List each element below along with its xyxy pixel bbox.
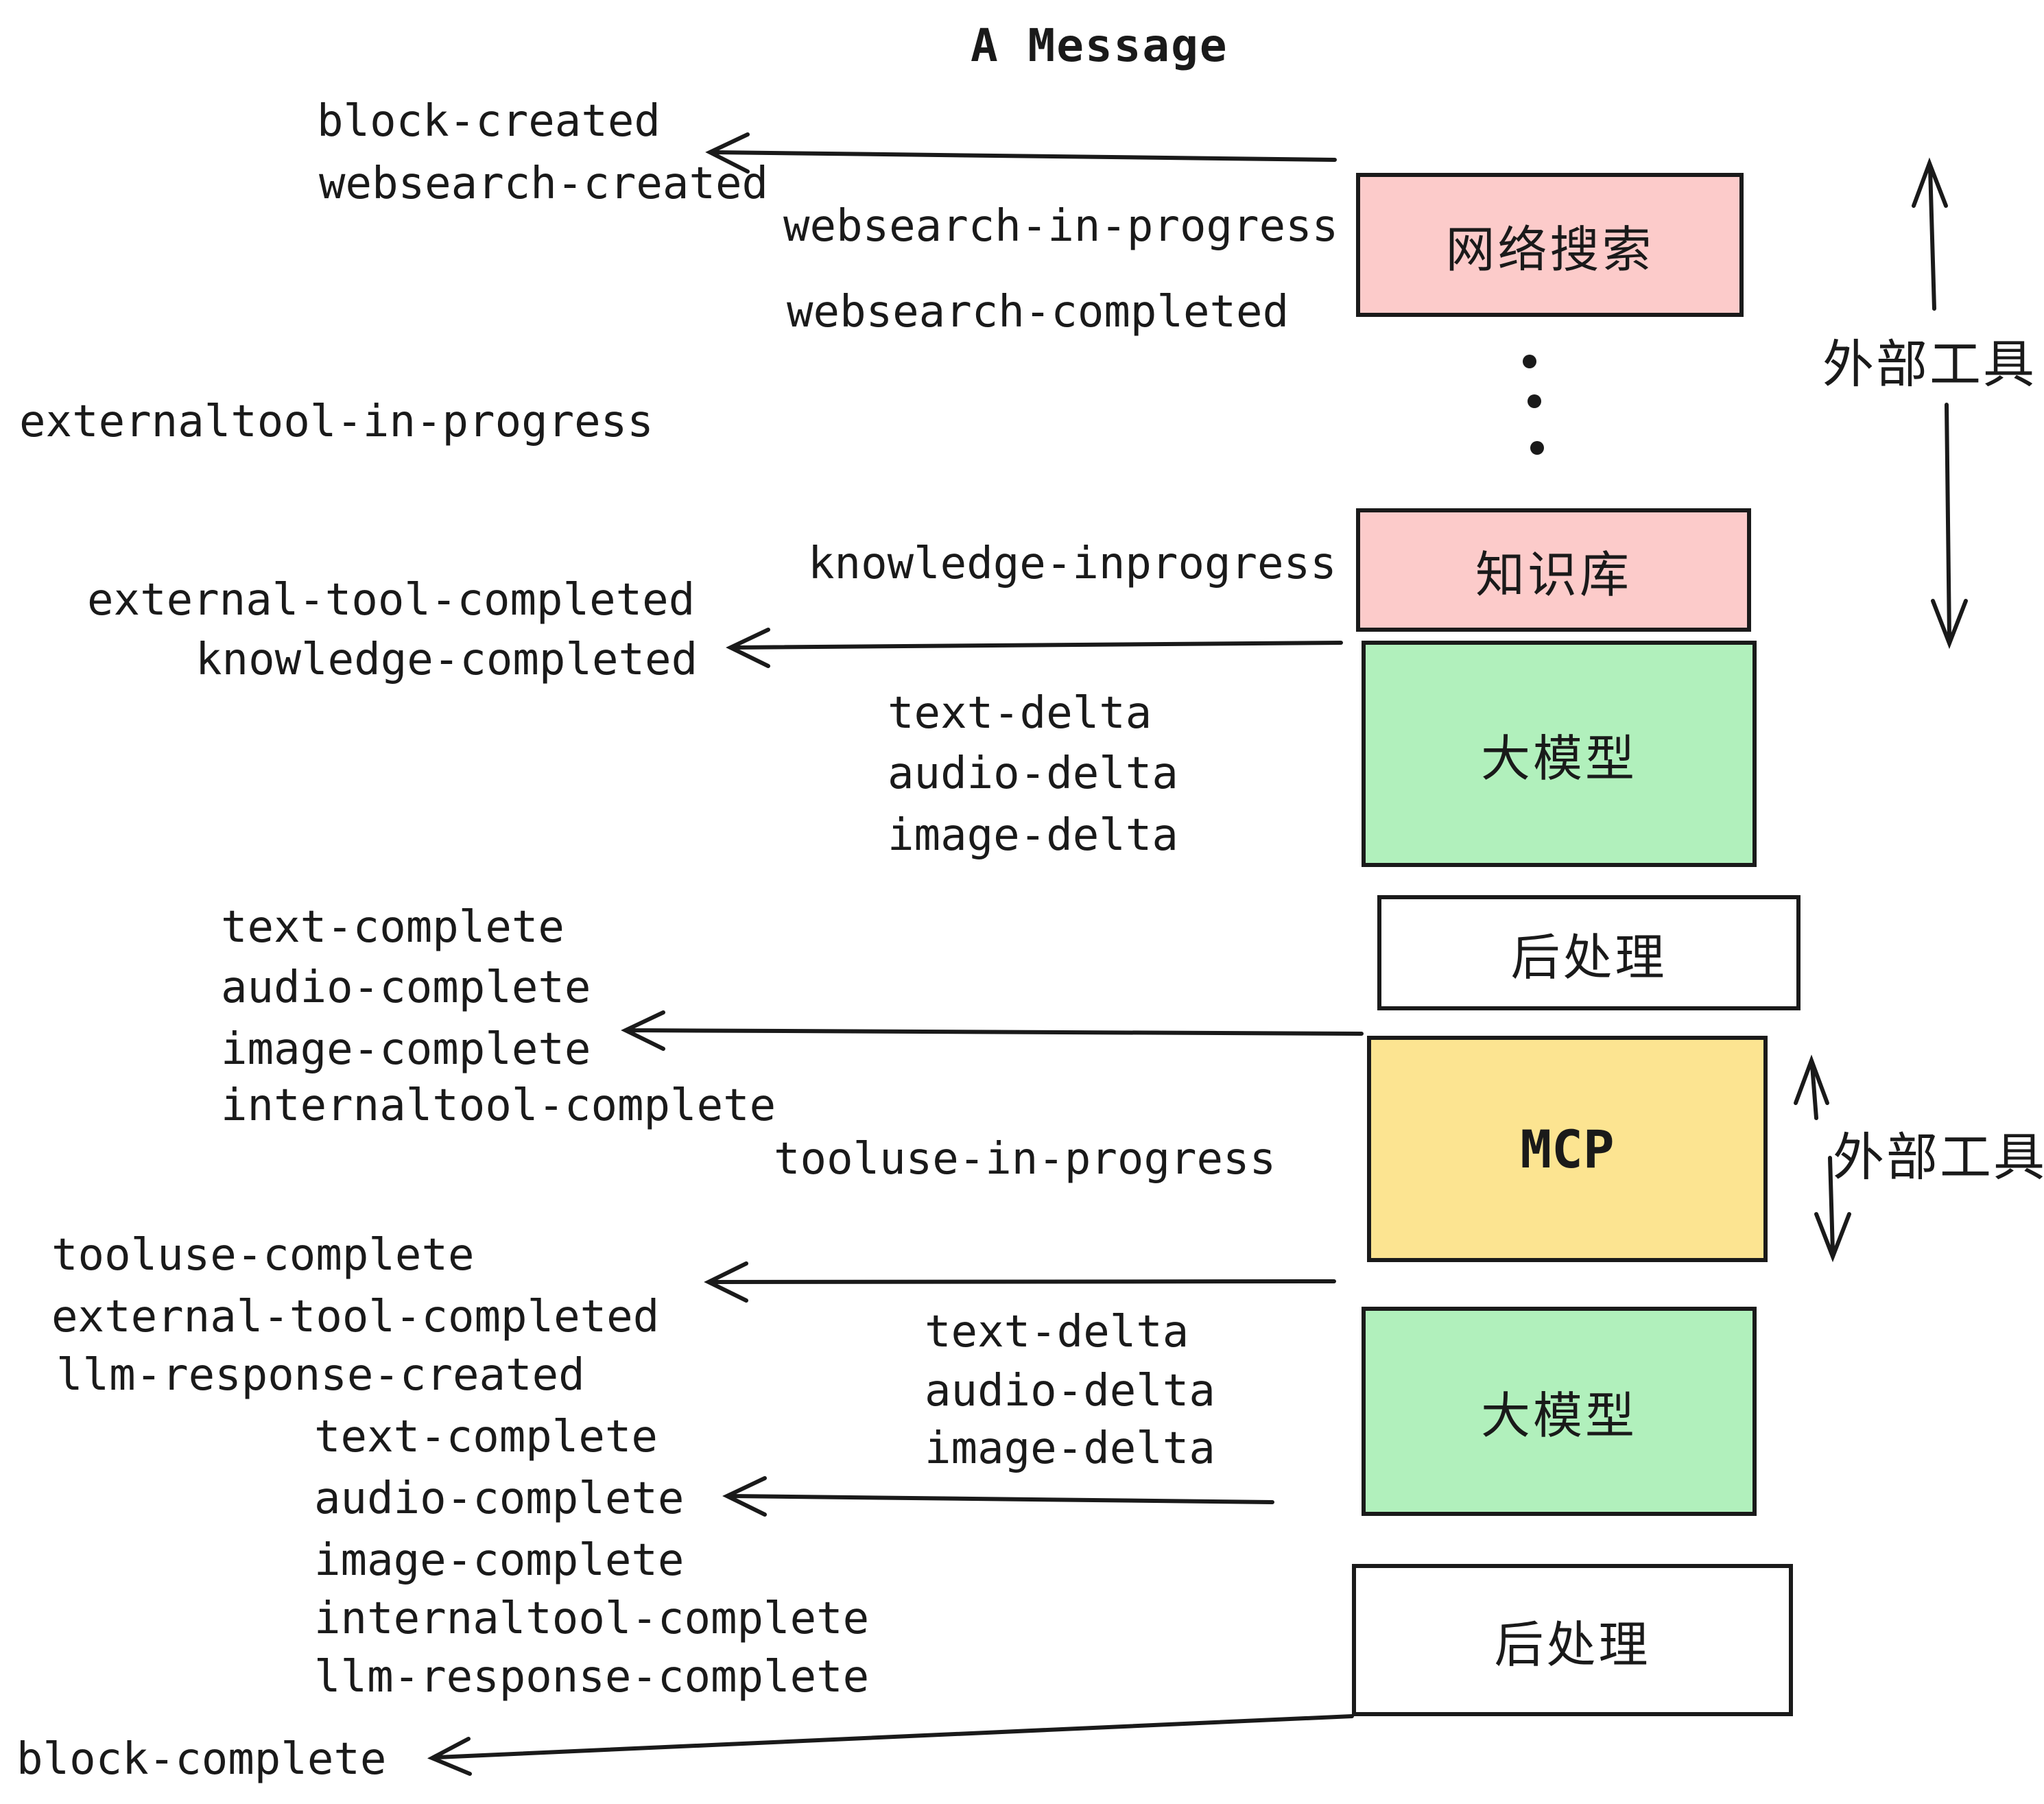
event-label-tooluse-in-progress: tooluse-in-progress (774, 1134, 1276, 1185)
ellipsis-dot (1528, 394, 1541, 408)
event-label-internaltool-complete-2: internaltool-complete (314, 1593, 870, 1644)
box-llm-2-label: 大模型 (1480, 1389, 1637, 1444)
box-post-process-1: 后处理 (1377, 895, 1801, 1010)
external-tools-label-2: 外部工具 (1833, 1128, 2044, 1186)
box-knowledge-base-label: 知识库 (1475, 547, 1632, 603)
event-label-image-complete-2: image-complete (314, 1535, 685, 1586)
box-mcp-label: MCP (1520, 1118, 1615, 1180)
event-label-audio-delta-2: audio-delta (925, 1366, 1215, 1416)
arrow-post2-to-block-complete (427, 1714, 1354, 1776)
event-label-image-complete: image-complete (221, 1024, 591, 1075)
arrow-llm2-to-complete (722, 1476, 1274, 1517)
event-label-audio-delta: audio-delta (888, 748, 1178, 799)
box-websearch-label: 网络搜索 (1445, 222, 1654, 278)
arrow-knowledge-to-completed (726, 628, 1343, 668)
page-title: A Message (971, 19, 1228, 72)
event-label-external-tool-completed-2: external-tool-completed (51, 1292, 660, 1342)
event-label-audio-complete: audio-complete (221, 962, 591, 1013)
event-label-websearch-created: websearch-created (319, 158, 769, 209)
external-tools-up-arrow-1 (1912, 157, 1948, 311)
box-llm-2: 大模型 (1362, 1307, 1757, 1516)
event-label-text-complete: text-complete (221, 902, 565, 953)
event-label-image-delta: image-delta (888, 810, 1178, 861)
event-label-llm-response-created: llm-response-created (56, 1350, 585, 1401)
box-websearch: 网络搜索 (1356, 173, 1744, 317)
event-label-block-created: block-created (317, 96, 661, 147)
event-label-knowledge-completed: knowledge-completed (195, 634, 698, 685)
arrow-llm1-to-complete (621, 1010, 1364, 1051)
event-label-external-tool-completed: external-tool-completed (87, 575, 696, 626)
event-label-tooluse-complete: tooluse-complete (51, 1230, 475, 1281)
external-tools-up-arrow-2 (1794, 1054, 1829, 1120)
external-tools-down-arrow-1 (1931, 403, 1968, 650)
event-label-websearch-completed: websearch-completed (787, 287, 1290, 337)
external-tools-down-arrow-2 (1814, 1156, 1851, 1263)
event-label-audio-complete-2: audio-complete (314, 1473, 685, 1524)
event-label-internaltool-complete: internaltool-complete (221, 1080, 776, 1131)
event-label-image-delta-2: image-delta (925, 1423, 1215, 1474)
event-label-knowledge-inprogress: knowledge-inprogress (808, 538, 1337, 589)
arrow-websearch-to-created (705, 132, 1337, 174)
ellipsis-dot (1530, 441, 1544, 455)
box-post-process-1-label: 后处理 (1510, 930, 1667, 986)
box-post-process-2-label: 后处理 (1494, 1617, 1651, 1673)
box-llm-1: 大模型 (1362, 641, 1757, 867)
box-knowledge-base: 知识库 (1356, 508, 1751, 632)
ellipsis-dot (1523, 355, 1536, 368)
box-mcp: MCP (1367, 1036, 1768, 1262)
event-label-text-delta-2: text-delta (925, 1307, 1189, 1357)
box-post-process-2: 后处理 (1352, 1564, 1793, 1716)
event-label-externaltool-in-progress: externaltool-in-progress (19, 396, 654, 447)
event-label-block-complete: block-complete (16, 1734, 387, 1785)
event-label-websearch-in-progress: websearch-in-progress (783, 201, 1339, 252)
arrow-mcp-to-tooluse-complete (704, 1261, 1336, 1303)
box-llm-1-label: 大模型 (1480, 731, 1637, 787)
event-label-text-delta: text-delta (888, 688, 1152, 739)
event-label-text-complete-2: text-complete (314, 1412, 658, 1462)
external-tools-label-1: 外部工具 (1822, 335, 2037, 393)
event-label-llm-response-complete: llm-response-complete (314, 1652, 870, 1702)
